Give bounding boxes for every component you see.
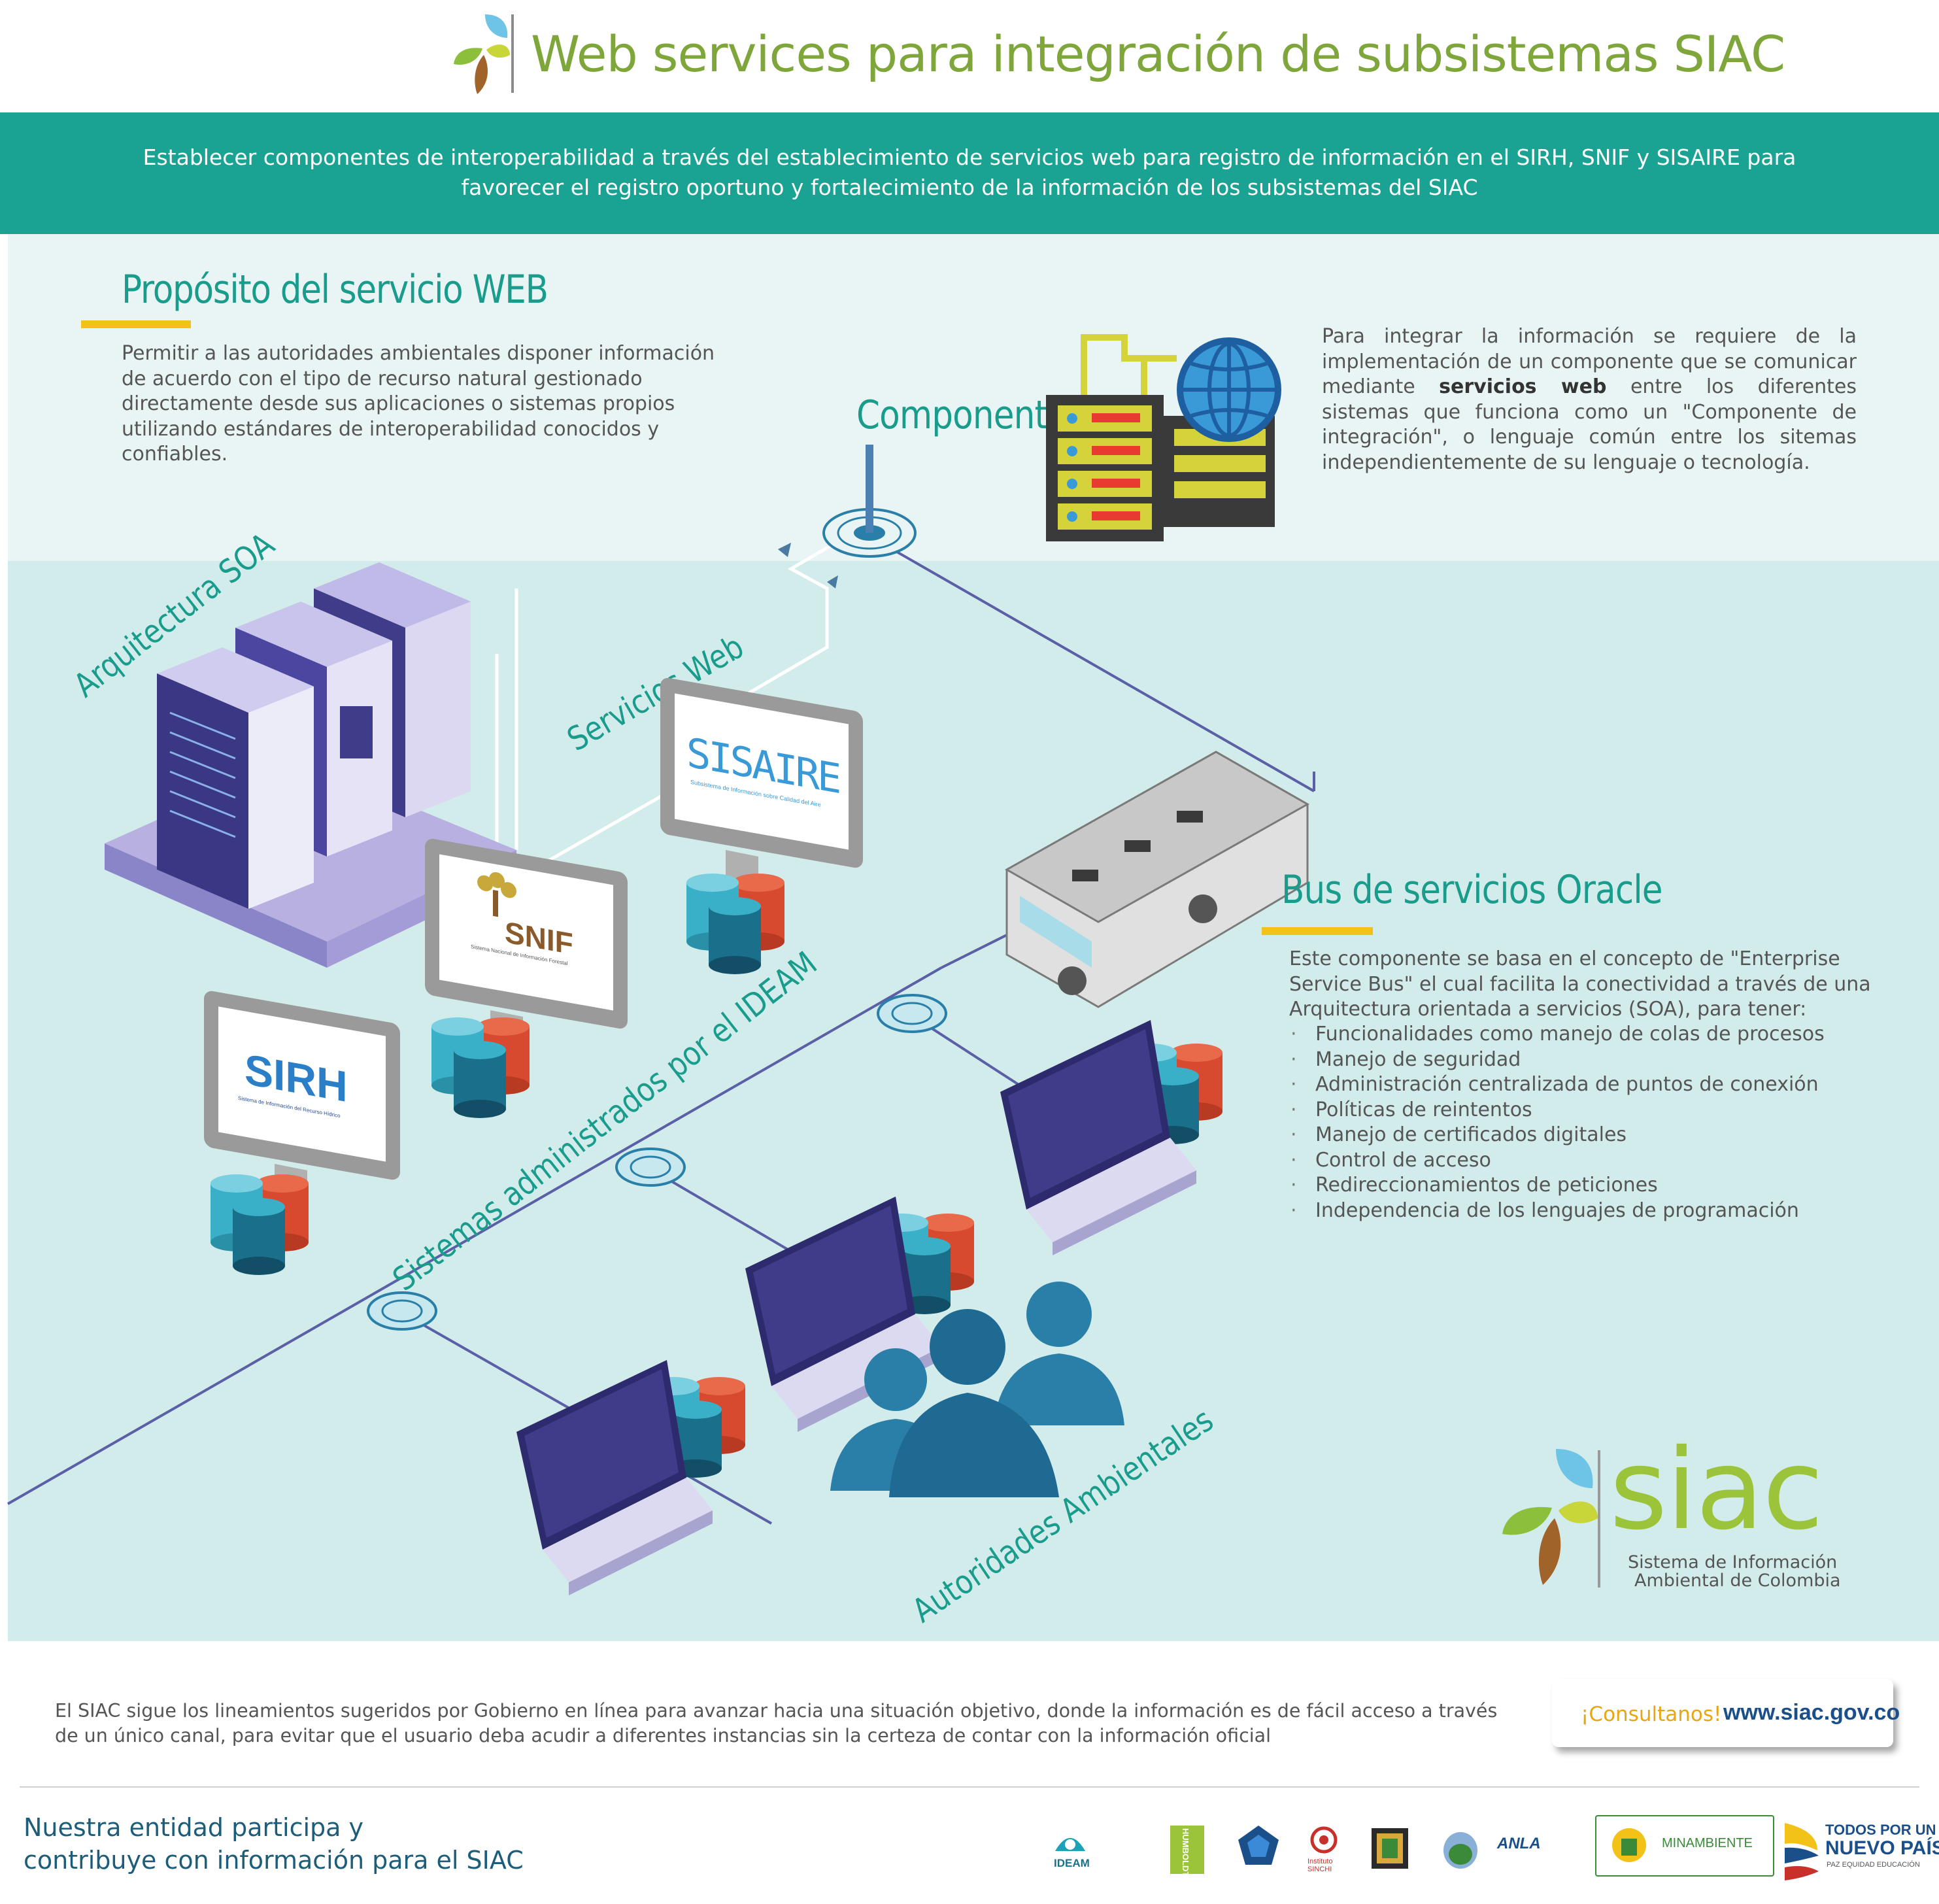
siac-logo-separator <box>1598 1450 1600 1588</box>
siac-leaf-logo-icon <box>454 14 510 94</box>
laptop-icon <box>516 1020 1196 1595</box>
colombia-shield-icon <box>1612 1828 1646 1862</box>
siac-logo-word: siac <box>1610 1425 1823 1555</box>
gov-logo-line2: NUEVO PAÍS <box>1825 1837 1939 1859</box>
list-item: Funcionalidades como manejo de colas de … <box>1289 1022 1910 1047</box>
title-separator <box>511 14 514 93</box>
footer-participation-line1: Nuestra entidad participa y <box>24 1813 364 1842</box>
humboldt-logo-text: HUMBOLDT <box>1181 1828 1190 1877</box>
ideam-eye-icon <box>1055 1838 1085 1851</box>
ideam-logo: IDEAM <box>1054 1828 1090 1870</box>
snif-tree-icon <box>477 872 516 917</box>
todos-por-un-nuevo-pais-logo: TODOS POR UN NUEVO PAÍS PAZ EQUIDAD EDUC… <box>1778 1818 1939 1890</box>
bus-icon <box>1004 751 1310 1008</box>
list-item: Manejo de certificados digitales <box>1289 1123 1910 1148</box>
gov-logo-line3: PAZ EQUIDAD EDUCACIÓN <box>1827 1861 1920 1869</box>
list-item: Control de acceso <box>1289 1148 1910 1174</box>
list-item: Políticas de reintentos <box>1289 1098 1910 1123</box>
database-icon <box>211 874 1222 1478</box>
humboldt-logo: HUMBOLDT <box>1170 1826 1204 1877</box>
page-title: Web services para integración de subsist… <box>531 25 1785 83</box>
people-icon <box>830 1282 1124 1497</box>
footer-participation: Nuestra entidad participa y contribuye c… <box>24 1811 612 1877</box>
sinchi-logo: Instituto SINCHI <box>1307 1826 1347 1873</box>
anla-logo: ANLA <box>1497 1835 1541 1852</box>
gov-logo-line1: TODOS POR UN <box>1825 1822 1936 1838</box>
purpose-title: Propósito del servicio WEB <box>122 267 548 313</box>
sinchi-logo-text: Instituto SINCHI <box>1307 1858 1333 1873</box>
siac-logo-line1: Sistema de Información <box>1628 1552 1838 1572</box>
coralina-logo-icon <box>1443 1832 1477 1869</box>
objective-banner <box>0 112 1939 234</box>
component-text: Para integrar la información se requiere… <box>1322 324 1857 475</box>
minambiente-logo: MINAMBIENTE <box>1595 1815 1774 1877</box>
bus-feature-list: Funcionalidades como manejo de colas de … <box>1289 1022 1910 1223</box>
sinchi-emblem-icon <box>1310 1826 1338 1854</box>
ideam-logo-text: IDEAM <box>1054 1857 1090 1869</box>
purpose-section <box>8 234 1939 561</box>
footer-divider <box>20 1786 1919 1788</box>
contact-box[interactable] <box>1552 1679 1893 1747</box>
invemar-logo-icon <box>1238 1826 1279 1865</box>
colombia-flag-swoosh-icon <box>1785 1823 1819 1880</box>
component-title: Componente <box>856 392 1068 438</box>
purpose-text: Permitir a las autoridades ambientales d… <box>122 342 715 466</box>
siac-leaf-icon <box>1502 1449 1598 1585</box>
bus-underline <box>1262 927 1373 935</box>
component-text-part: Para integrar la información se requiere… <box>1322 325 1857 398</box>
footer-participation-line2: contribuye con información para el SIAC <box>24 1846 524 1875</box>
siac-website-link[interactable]: www.siac.gov.co <box>1723 1700 1900 1725</box>
objective-text: Establecer componentes de interoperabili… <box>143 144 1796 200</box>
siac-logo-line2: Ambiental de Colombia <box>1634 1571 1841 1591</box>
component-text-bold: servicios web <box>1439 375 1607 398</box>
iiap-logo-icon <box>1372 1828 1408 1869</box>
list-item: Independencia de los lenguajes de progra… <box>1289 1198 1910 1224</box>
list-item: Redireccionamientos de peticiones <box>1289 1173 1910 1198</box>
component-text-part: entre los diferentes sistemas que funcio… <box>1322 375 1857 474</box>
contact-prefix: ¡Consultanos! <box>1581 1703 1722 1726</box>
snif-monitor: SNIF Sistema Nacional de Información For… <box>425 837 628 1030</box>
purpose-underline <box>81 320 191 328</box>
server-globe-icon <box>1046 334 1281 541</box>
list-item: Manejo de seguridad <box>1289 1047 1910 1073</box>
node-ring-icon <box>822 445 917 558</box>
bus-title: Bus de servicios Oracle <box>1281 867 1663 913</box>
minambiente-logo-text: MINAMBIENTE <box>1662 1836 1753 1850</box>
soa-servers-icon <box>105 562 516 968</box>
header <box>0 0 1939 112</box>
bus-intro: Este componente se basa en el concepto d… <box>1289 947 1871 1021</box>
footer-text: El SIAC sigue los lineamientos sugeridos… <box>55 1700 1498 1746</box>
list-item: Administración centralizada de puntos de… <box>1289 1072 1910 1098</box>
